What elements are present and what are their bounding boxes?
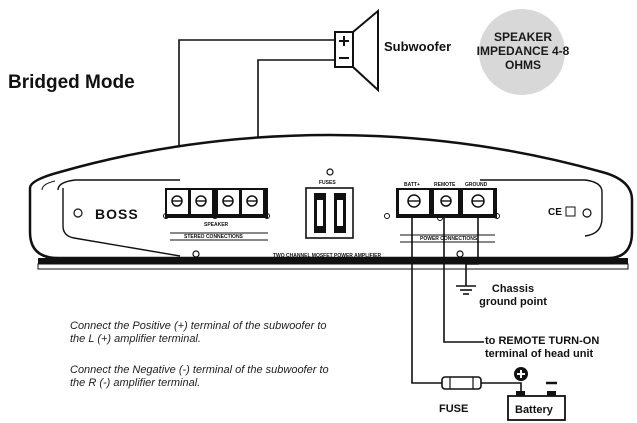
cert-mark: CE [548,207,562,218]
battery-label: Battery [515,404,553,416]
power-section-label: POWER CONNECTIONS [420,236,478,242]
model-description: TWO CHANNEL MOSFET POWER AMPLIFIER [273,253,382,259]
subwoofer-icon [334,8,379,93]
ground-symbol-icon [456,264,476,295]
remote-turn-on-label: to REMOTE TURN-ON terminal of head unit [485,335,600,360]
instruction-positive: Connect the Positive (+) terminal of the… [70,320,327,345]
speaker-sub-label: STEREO CONNECTIONS [184,234,243,240]
speaker-section-label: SPEAKER [204,222,229,228]
impedance-badge [479,9,565,95]
speaker-impedance-label: SPEAKER IMPEDANCE 4-8 OHMS [476,30,570,72]
mode-title: Bridged Mode [8,72,135,93]
chassis-ground-label: Chassis ground point [479,283,547,308]
remote-terminal-label: REMOTE [434,182,456,188]
speaker-terminal-block [165,188,268,241]
fuse-label: FUSE [439,403,469,415]
battery-icon [507,367,566,421]
power-terminal-block [396,188,497,243]
fuses-label: FUSES [319,180,336,186]
ground-terminal-label: GROUND [465,182,488,188]
amplifier-brand-logo: BOSS [95,206,139,222]
fuse-holder-block [305,187,354,239]
instruction-negative: Connect the Negative (-) terminal of the… [70,364,329,389]
batt-terminal-label: BATT+ [404,182,420,188]
subwoofer-label: Subwoofer [384,39,452,54]
fuse-icon [441,376,482,390]
